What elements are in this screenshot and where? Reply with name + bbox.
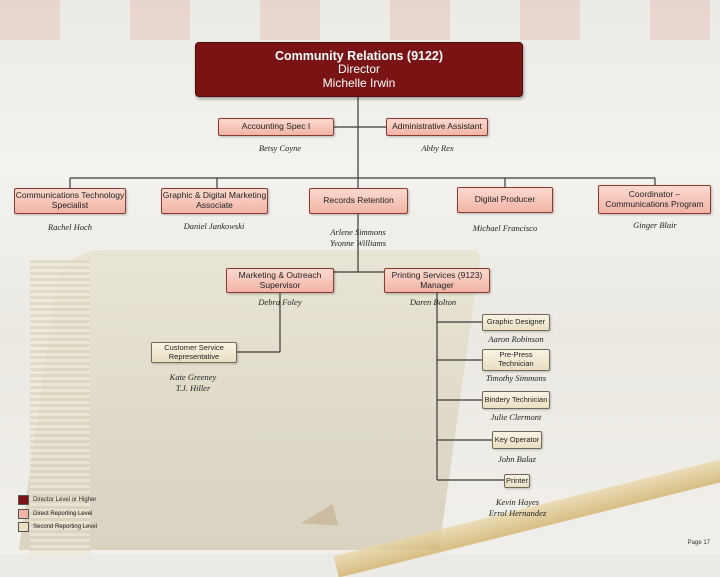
- records-retention-names: Arlene Simmons Yvonne Williams: [305, 227, 411, 248]
- marketing-supervisor-title: Marketing & Outreach Supervisor: [238, 269, 322, 290]
- bindery-technician-title: Bindery Technician: [484, 394, 548, 404]
- graphic-designer-title: Graphic Designer: [486, 317, 546, 327]
- org-chart-connectors: [69, 97, 656, 481]
- prepress-technician-name: Timothy Simmons: [485, 373, 547, 383]
- marketing-supervisor-box: Marketing & Outreach Supervisor: [226, 268, 334, 293]
- prepress-technician-title: Pre-Press Technician: [498, 350, 534, 368]
- graphic-designer-box: Graphic Designer: [482, 314, 550, 331]
- printer-title: Printer: [505, 475, 529, 485]
- records-retention-name-1: Arlene Simmons: [330, 227, 386, 237]
- prepress-technician-box: Pre-Press Technician: [482, 349, 550, 371]
- printer-names: Kevin Hayes Errol Hernandez: [475, 497, 560, 518]
- printer-name-1: Kevin Hayes: [495, 497, 540, 507]
- director-title: Community Relations (9122): [274, 48, 444, 63]
- comm-tech-specialist-name: Rachel Hoch: [47, 222, 93, 232]
- accounting-spec-box: Accounting Spec I: [218, 118, 334, 136]
- background-book-pages: [30, 260, 90, 554]
- customer-service-rep-name-2: T.J. Hiller: [175, 382, 211, 393]
- key-operator-title: Key Operator: [494, 434, 540, 444]
- records-retention-name-2: Yvonne Williams: [329, 237, 387, 248]
- admin-assistant-box: Administrative Assistant: [386, 118, 488, 136]
- bindery-technician-box: Bindery Technician: [482, 391, 550, 409]
- admin-assistant-name: Abby Rex: [421, 143, 454, 153]
- printing-manager-name: Daren Bolton: [409, 297, 457, 307]
- printing-manager-box: Printing Services (9123) Manager: [384, 268, 490, 293]
- page-number: Page 17: [687, 540, 710, 546]
- legend-director-swatch: [18, 495, 29, 505]
- accounting-spec-title: Accounting Spec I: [241, 121, 311, 132]
- bindery-technician-name: Julie Clermont: [490, 412, 542, 422]
- director-box: Community Relations (9122) Director Mich…: [195, 42, 523, 97]
- printer-name-2: Errol Hernandez: [488, 507, 547, 518]
- comm-tech-specialist-box: Communications Technology Specialist: [14, 188, 126, 214]
- background-stripes: [0, 0, 720, 40]
- graphic-designer-name: Aaron Robinson: [488, 334, 544, 344]
- coordinator-name: Ginger Blair: [633, 220, 677, 230]
- coordinator-box: Coordinator – Communications Program: [598, 185, 711, 214]
- legend-second-swatch: [18, 522, 29, 532]
- customer-service-rep-title: Customer Service Representative: [164, 342, 224, 361]
- accounting-spec-name: Betsy Coyne: [258, 143, 302, 153]
- graphic-digital-associate-title: Graphic & Digital Marketing Associate: [162, 190, 267, 210]
- records-retention-box: Records Retention: [309, 188, 408, 214]
- marketing-supervisor-name: Debra Foley: [258, 297, 302, 307]
- legend-director-label: Director Level or Higher: [33, 497, 97, 503]
- legend-direct-reporting: Direct Reporting Level: [18, 509, 92, 519]
- customer-service-rep-box: Customer Service Representative: [151, 342, 237, 363]
- graphic-digital-associate-name: Daniel Jankowski: [183, 221, 245, 231]
- legend-second-label: Second Reporting Level: [33, 524, 98, 530]
- director-role: Director: [337, 61, 380, 76]
- customer-service-rep-names: Kate Greeney T.J. Hiller: [148, 372, 238, 393]
- customer-service-rep-name-1: Kate Greeney: [169, 372, 217, 382]
- printer-box: Printer: [504, 474, 530, 488]
- records-retention-title: Records Retention: [323, 195, 394, 206]
- legend-second-reporting: Second Reporting Level: [18, 522, 97, 532]
- legend-director-level: Director Level or Higher: [18, 495, 96, 505]
- key-operator-box: Key Operator: [492, 431, 542, 449]
- comm-tech-specialist-title: Communications Technology Specialist: [15, 190, 125, 210]
- printing-manager-title: Printing Services (9123) Manager: [391, 269, 483, 290]
- key-operator-name: John Balaz: [497, 454, 536, 464]
- legend-direct-swatch: [18, 509, 29, 519]
- graphic-digital-associate-box: Graphic & Digital Marketing Associate: [161, 188, 268, 214]
- director-name: Michelle Irwin: [322, 75, 396, 90]
- digital-producer-title: Digital Producer: [474, 194, 536, 205]
- admin-assistant-title: Administrative Assistant: [392, 121, 482, 132]
- digital-producer-box: Digital Producer: [457, 187, 553, 213]
- digital-producer-name: Michael Francisco: [472, 223, 538, 233]
- legend-direct-label: Direct Reporting Level: [33, 511, 93, 517]
- coordinator-title: Coordinator – Communications Program: [605, 188, 704, 209]
